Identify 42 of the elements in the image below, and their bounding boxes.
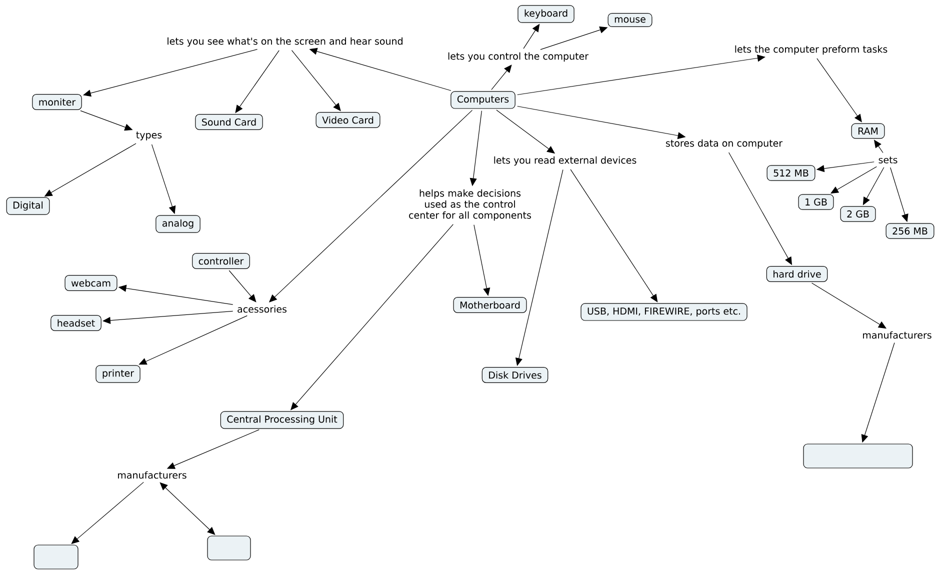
concept-box: mouse [608, 12, 652, 28]
arrow [570, 169, 658, 302]
concept-box: analog [156, 215, 200, 233]
concept-box: headset [50, 315, 102, 331]
arrow [228, 270, 256, 302]
linking-phrase: lets you read external devices [494, 156, 636, 166]
concept-box: webcam [64, 275, 118, 291]
concept-box: controller [192, 253, 250, 269]
concept-box: Computers [450, 91, 516, 109]
linking-phrase: stores data on computer [666, 139, 783, 149]
concept-box: Video Card [316, 112, 380, 128]
linking-phrase: manufacturers [118, 471, 186, 479]
linking-phrase: lets you see what's on the screen and hear sound [168, 37, 402, 47]
concept-box: 1 GB [798, 194, 834, 210]
linking-phrase: types [136, 132, 162, 140]
concept-box: USB, HDMI, FIREWIRE, ports etc. [580, 303, 748, 321]
concept-box: keyboard [518, 5, 574, 23]
concept-box: Central Processing Unit [220, 411, 344, 429]
concept-box: Disk Drives [482, 367, 548, 383]
concept-box: Sound Card [195, 114, 263, 130]
linking-phrase: manufacturers [863, 331, 932, 339]
concept-box: 256 MB [886, 223, 934, 239]
blank-box [34, 544, 78, 570]
blank-box [803, 444, 913, 468]
concept-box: 512 MB [766, 165, 816, 181]
arrow [491, 64, 512, 90]
linking-phrase: sets [878, 156, 898, 164]
linking-phrase: lets the computer preform tasks [735, 45, 888, 55]
concept-box: printer [96, 365, 140, 383]
blank-box [207, 536, 251, 560]
arrow [160, 482, 216, 535]
concept-box: Digital [6, 197, 50, 215]
concept-box: hard drive [766, 266, 828, 282]
linking-phrase: lets you control the computer [448, 52, 589, 62]
concept-box: Motherboard [453, 297, 527, 313]
linking-phrase: helps make decisions used as the control center for all components [409, 189, 531, 221]
linking-phrase: acessories [238, 305, 286, 313]
concept-box: 2 GB [840, 206, 876, 222]
arrow [517, 54, 766, 96]
concept-box: moniter [32, 94, 82, 110]
arrow [816, 58, 862, 122]
concept-box: RAM [851, 123, 885, 139]
